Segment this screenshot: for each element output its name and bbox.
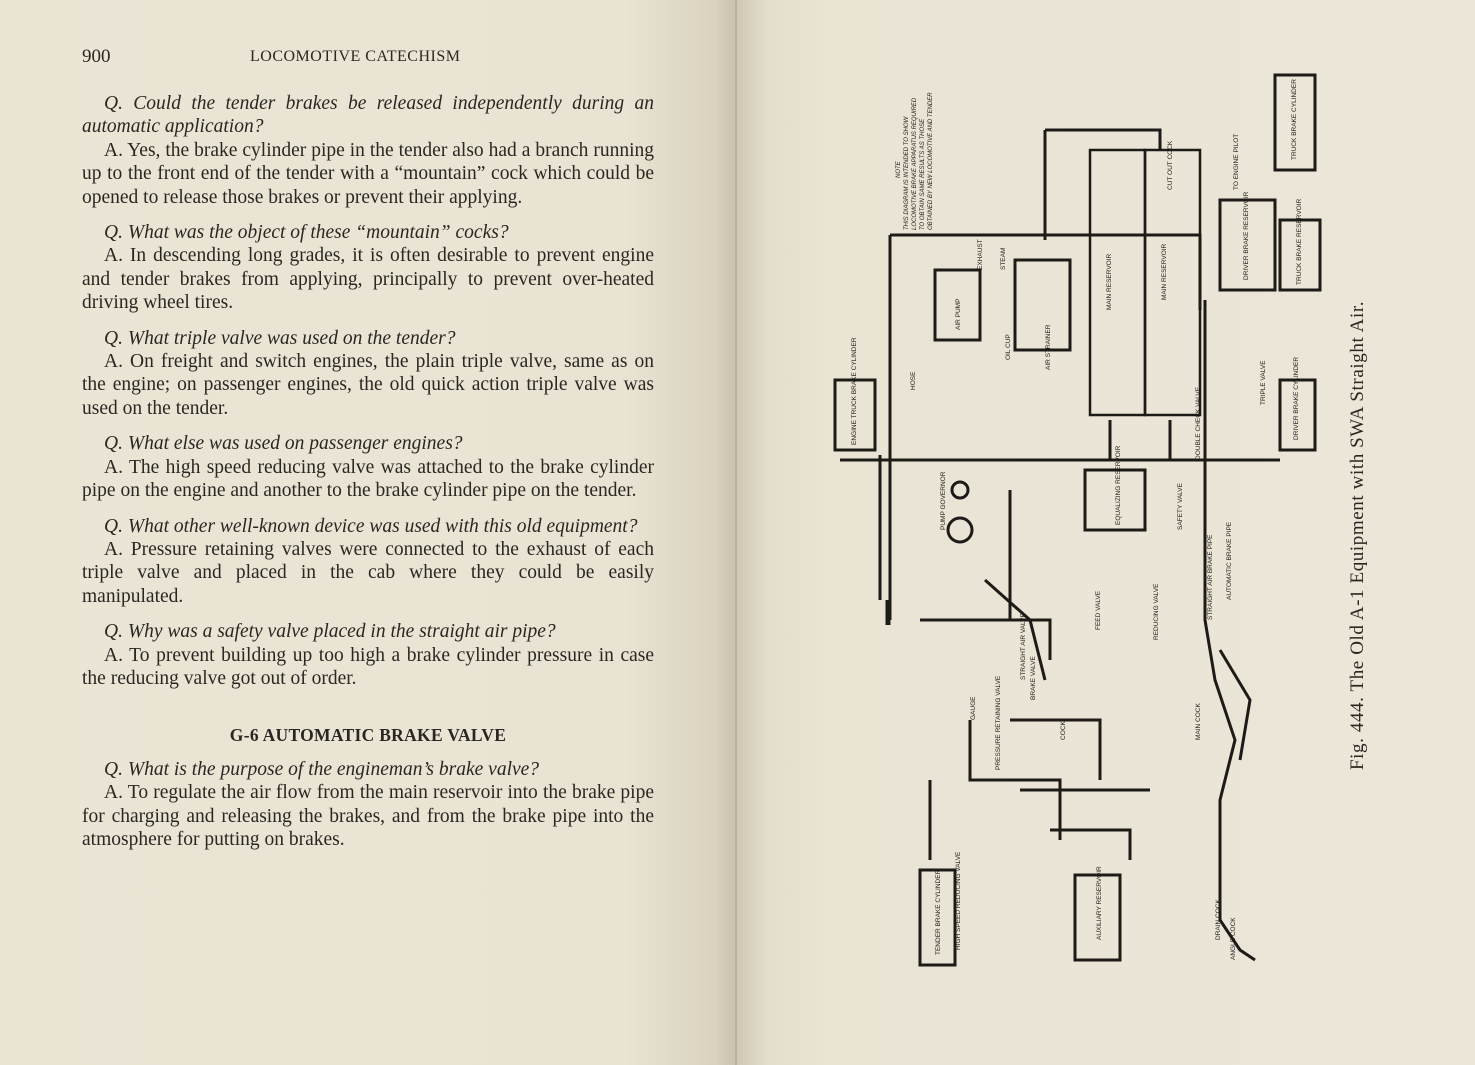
label-exhaust: EXHAUST [977,239,984,270]
label-truck-brake-reservoir: TRUCK BRAKE RESERVOIR [1296,198,1303,285]
label-air-pump: AIR PUMP [955,299,962,330]
label-tender-brake-cylinder: TENDER BRAKE CYLINDER [935,869,942,955]
label-truck-brake-cylinder: TRUCK BRAKE CYLINDER [1291,79,1298,160]
question: Q. What was the object of these “mountai… [104,222,509,244]
label-reducing-valve: REDUCING VALVE [1153,583,1160,640]
answer: A. To regulate the air flow from the mai… [82,782,654,850]
label-auxiliary-reservoir: AUXILIARY RESERVOIR [1096,866,1103,940]
qa-item: Q. What triple valve was used on the ten… [82,327,654,421]
answer: A. To prevent building up too high a bra… [82,644,654,689]
label-automatic-brake-pipe: AUTOMATIC BRAKE PIPE [1226,521,1233,600]
label-steam: STEAM [1000,248,1007,270]
label-straight-air-brake-pipe: STRAIGHT AIR BRAKE PIPE [1207,534,1214,620]
label-to-engine-pilot: TO ENGINE PILOT [1233,134,1240,190]
question: Q. What else was used on passenger engin… [104,433,463,455]
note-line: OBTAINED BY NEW LOCOMOTIVE AND TENDER [928,92,934,230]
label-drain-cock: DRAIN COCK [1215,899,1222,940]
label-pump-governor: PUMP GOVERNOR [940,471,947,530]
qa-item: Q. What else was used on passenger engin… [82,432,654,502]
section-heading: G-6 AUTOMATIC BRAKE VALVE [229,725,507,746]
label-safety-valve: SAFETY VALVE [1177,482,1184,530]
note-line: TO OBTAIN SAME RESULTS AS THOSE [920,118,926,230]
label-air-strainer: AIR STRAINER [1045,324,1052,370]
qa-item: Q. What was the object of these “mountai… [82,221,654,315]
label-main-cock: MAIN COCK [1195,703,1202,741]
air-brake-diagram: MAIN RESERVOIR MAIN RESERVOIR AUXILIARY … [833,73,1322,967]
label-main-reservoir-1: MAIN RESERVOIR [1106,253,1113,310]
answer: A. The high speed reducing valve was att… [82,456,654,502]
label-retaining-valve: PRESSURE RETAINING VALVE [995,675,1002,770]
label-cut-out-cock: CUT OUT COCK [1167,140,1174,190]
note-line: LOCOMOTIVE BRAKE APPARATUS REQUIRED [912,97,918,230]
label-feed-valve: FEED VALVE [1095,590,1102,630]
body-text: Q. Could the tender brakes be released i… [82,92,654,863]
label-driver-brake-reservoir: DRIVER BRAKE RESERVOIR [1243,191,1250,280]
label-double-check-valve: DOUBLE CHECK VALVE [1195,386,1202,460]
qa-item: Q. Why was a safety valve placed in the … [82,620,654,690]
label-engine-truck: ENGINE TRUCK BRAKE CYLINDER [851,337,858,445]
left-page: 900 LOCOMOTIVE CATECHISM Q. Could the te… [0,0,737,1065]
page-number: 900 [82,46,111,67]
label-driver-brake-cylinder: DRIVER BRAKE CYLINDER [1293,357,1300,440]
note-line: THIS DIAGRAM IS INTENDED TO SHOW [904,115,910,230]
running-head: LOCOMOTIVE CATECHISM [250,48,461,65]
answer: A. Yes, the brake cylinder pipe in the t… [82,139,654,208]
label-gauge: GAUGE [970,696,977,720]
question: Q. What other well-known device was used… [104,515,638,537]
label-brake-valve: BRAKE VALVE [1030,656,1037,700]
answer: A. Pressure retaining valves were connec… [82,538,654,607]
label-straight-air-valve: STRAIGHT AIR VALVE [1020,613,1027,680]
qa-item: Q. Could the tender brakes be released i… [82,92,654,209]
note-title: NOTE [896,160,902,178]
figure-caption: Fig. 444. The Old A-1 Equipment with SWA… [1347,300,1368,770]
label-oil-cup: OIL CUP [1005,334,1012,360]
qa-item: Q. What is the purpose of the engineman’… [82,758,654,852]
label-angle-cock: ANGLE COCK [1230,917,1237,960]
question: Q. Could the tender brakes be released i… [82,93,654,138]
right-page [737,0,1475,1065]
label-triple-valve: TRIPLE VALVE [1260,360,1267,405]
question: Q. Why was a safety valve placed in the … [104,621,556,643]
label-high-speed-reducing-valve: HIGH SPEED REDUCING VALVE [955,851,962,950]
question: Q. What triple valve was used on the ten… [104,327,456,349]
question: Q. What is the purpose of the engineman’… [104,758,540,780]
label-mountain-cock: COCK [1060,721,1067,740]
label-main-reservoir-2: MAIN RESERVOIR [1161,243,1168,300]
label-hose: HOSE [910,371,917,390]
label-equalizing-reservoir: EQUALIZING RESERVOIR [1115,445,1122,525]
answer: A. On freight and switch engines, the pl… [82,351,654,419]
qa-item: Q. What other well-known device was used… [82,515,654,609]
answer: A. In descending long grades, it is ofte… [82,245,654,314]
